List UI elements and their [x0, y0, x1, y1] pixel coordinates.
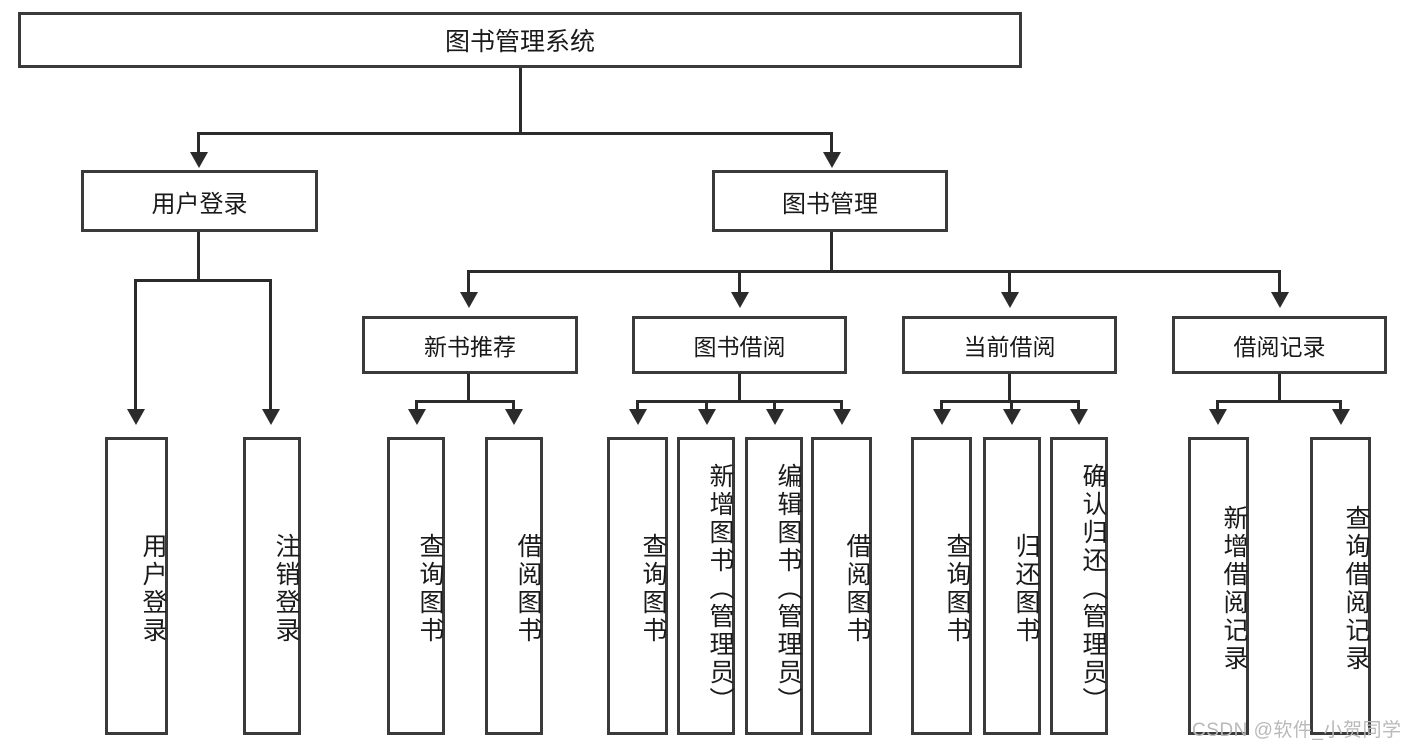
- connector-records-drop-2: [1339, 400, 1342, 411]
- node-borrow-records[interactable]: 借阅记录: [1172, 316, 1387, 374]
- connector-current-stem: [1008, 374, 1011, 400]
- leaf-label: 确认归还（管理员）: [1079, 463, 1107, 715]
- connector-borrow-stem: [738, 374, 741, 400]
- connector-bookmgmt-stem: [830, 232, 833, 272]
- arrow-to-leaf-logout: [262, 409, 280, 425]
- leaf-label: 新增图书（管理员）: [706, 463, 734, 715]
- connector-userlogin-drop-1: [134, 279, 137, 411]
- node-root-system[interactable]: 图书管理系统: [18, 12, 1022, 68]
- leaf-label: 查询图书: [639, 533, 667, 645]
- connector-bookmgmt-drop-1: [467, 270, 470, 294]
- connector-borrow-bus: [636, 400, 843, 403]
- node-current-borrow[interactable]: 当前借阅: [902, 316, 1117, 374]
- arrow-to-leaf-edit-book: [766, 409, 784, 425]
- leaf-confirm-return-admin[interactable]: 确认归还（管理员）: [1050, 437, 1108, 735]
- node-book-borrow[interactable]: 图书借阅: [632, 316, 847, 374]
- arrow-to-leaf-borrow-book-a: [505, 409, 523, 425]
- leaf-label: 归还图书: [1012, 533, 1040, 645]
- leaf-edit-book-admin[interactable]: 编辑图书（管理员）: [745, 437, 803, 735]
- leaf-label: 新增借阅记录: [1220, 505, 1248, 673]
- connector-recommend-bus: [415, 400, 515, 403]
- arrow-to-borrow-records: [1271, 292, 1289, 308]
- node-new-book-recommend[interactable]: 新书推荐: [362, 316, 578, 374]
- leaf-borrow-book[interactable]: 借阅图书: [811, 437, 872, 735]
- connector-borrow-drop-4: [840, 400, 843, 411]
- leaf-label: 查询借阅记录: [1342, 505, 1370, 673]
- arrow-to-current-borrow: [1001, 292, 1019, 308]
- node-user-login[interactable]: 用户登录: [81, 170, 318, 232]
- connector-root-stem: [519, 68, 522, 132]
- leaf-query-book-borrow[interactable]: 查询图书: [607, 437, 668, 735]
- watermark-text: CSDN @软件_小贺同学: [1192, 720, 1402, 741]
- arrow-to-leaf-query-record: [1332, 409, 1350, 425]
- connector-current-drop-3: [1077, 400, 1080, 411]
- arrow-to-leaf-query-book-c: [933, 409, 951, 425]
- arrow-to-leaf-user-login: [127, 409, 145, 425]
- connector-root-drop-1: [197, 132, 200, 154]
- connector-recommend-drop-1: [415, 400, 418, 411]
- arrow-to-leaf-return-book: [1003, 409, 1021, 425]
- connector-current-drop-1: [940, 400, 943, 411]
- connector-bookmgmt-drop-2: [738, 270, 741, 294]
- leaf-logout[interactable]: 注销登录: [243, 437, 301, 735]
- connector-current-bus: [940, 400, 1079, 403]
- arrow-to-leaf-confirm-return: [1070, 409, 1088, 425]
- leaf-add-book-admin[interactable]: 新增图书（管理员）: [677, 437, 735, 735]
- leaf-query-borrow-record[interactable]: 查询借阅记录: [1310, 437, 1371, 735]
- leaf-add-borrow-record[interactable]: 新增借阅记录: [1188, 437, 1249, 735]
- connector-recommend-drop-2: [512, 400, 515, 411]
- leaf-return-book[interactable]: 归还图书: [983, 437, 1041, 735]
- connector-records-stem: [1278, 374, 1281, 400]
- connector-borrow-drop-1: [636, 400, 639, 411]
- leaf-label: 查询图书: [943, 533, 971, 645]
- leaf-query-book-recommend[interactable]: 查询图书: [387, 437, 445, 735]
- leaf-label: 注销登录: [272, 533, 300, 645]
- leaf-label: 查询图书: [416, 533, 444, 645]
- connector-borrow-drop-2: [705, 400, 708, 411]
- connector-userlogin-bus: [134, 279, 271, 282]
- leaf-label: 用户登录: [139, 533, 167, 645]
- connector-records-bus: [1216, 400, 1342, 403]
- leaf-user-login[interactable]: 用户登录: [105, 437, 168, 735]
- arrow-to-leaf-query-book-b: [629, 409, 647, 425]
- connector-current-drop-2: [1010, 400, 1013, 411]
- arrow-to-book-management: [823, 152, 841, 168]
- connector-root-bus: [197, 132, 833, 135]
- connector-userlogin-drop-2: [269, 279, 272, 411]
- leaf-label: 借阅图书: [514, 533, 542, 645]
- leaf-label: 借阅图书: [843, 533, 871, 645]
- connector-root-drop-2: [830, 132, 833, 154]
- node-book-management[interactable]: 图书管理: [712, 170, 948, 232]
- connector-userlogin-stem: [197, 232, 200, 279]
- connector-bookmgmt-bus: [467, 270, 1281, 273]
- arrow-to-book-borrow: [731, 292, 749, 308]
- connector-records-drop-1: [1216, 400, 1219, 411]
- connector-recommend-stem: [467, 374, 470, 400]
- arrow-to-leaf-add-record: [1209, 409, 1227, 425]
- arrow-to-leaf-query-book-a: [408, 409, 426, 425]
- arrow-to-new-book-recommend: [460, 292, 478, 308]
- arrow-to-user-login: [190, 152, 208, 168]
- connector-bookmgmt-drop-3: [1008, 270, 1011, 294]
- connector-borrow-drop-3: [773, 400, 776, 411]
- leaf-borrow-book-recommend[interactable]: 借阅图书: [485, 437, 543, 735]
- leaf-label: 编辑图书（管理员）: [774, 463, 802, 715]
- arrow-to-leaf-add-book: [698, 409, 716, 425]
- connector-bookmgmt-drop-4: [1278, 270, 1281, 294]
- leaf-query-book-current[interactable]: 查询图书: [911, 437, 972, 735]
- arrow-to-leaf-borrow-book-b: [833, 409, 851, 425]
